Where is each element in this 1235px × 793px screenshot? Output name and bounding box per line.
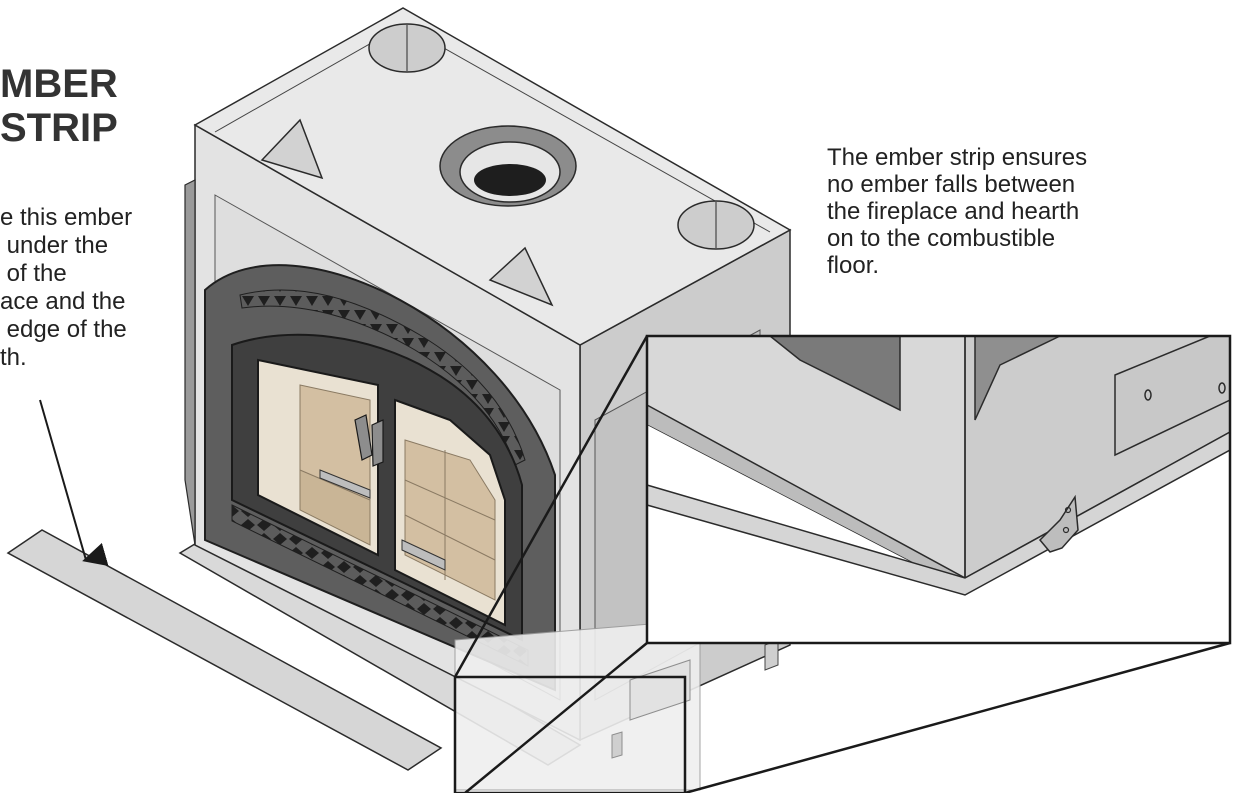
top-bracket-right [488, 246, 554, 307]
zoom-bracket [1038, 494, 1079, 553]
ghost-side-plate [629, 659, 691, 721]
arrow-icon [39, 399, 109, 567]
purpose-note-line: The ember strip ensures [827, 144, 1088, 171]
placement-note-line: edge of the [0, 316, 127, 343]
side-bracket [764, 639, 779, 671]
placement-note: e this ember under the of the ace and th… [0, 204, 170, 372]
placement-note-line: th. [0, 344, 27, 371]
door-handle-right [371, 419, 384, 467]
zoom-line-right [684, 641, 1231, 793]
diagram-title: MBER STRIP [0, 62, 170, 150]
log-grate [319, 469, 371, 499]
purpose-note-line: on to the combustible [827, 225, 1056, 252]
title-line-1: MBER [0, 62, 118, 106]
ghost-bracket [611, 731, 623, 759]
purpose-note-line: the fireplace and hearth [827, 198, 1080, 225]
purpose-note-line: no ember falls between [827, 171, 1076, 198]
placement-note-line: ace and the [0, 288, 126, 315]
zoom-detail-frame [645, 334, 1232, 645]
left-edge [184, 179, 196, 546]
flue-opening [474, 164, 546, 196]
log-grate-right [401, 539, 446, 571]
zoom-detail [646, 335, 1231, 643]
placement-note-line: e this ember [0, 204, 133, 231]
door-handle-left [354, 414, 373, 461]
detail-source-frame [453, 675, 687, 793]
zoom-line-top [453, 335, 649, 678]
zoom-line-left [464, 642, 648, 793]
placement-note-line: under the [0, 232, 109, 259]
door-top-ornament [239, 289, 526, 466]
top-bracket-left [260, 118, 324, 180]
purpose-note: The ember strip ensures no ember falls b… [827, 144, 1147, 279]
purpose-note-line: floor. [827, 252, 880, 279]
title-line-2: STRIP [0, 106, 118, 150]
ember-strip [6, 529, 443, 771]
firebox-floor [299, 469, 371, 546]
placement-note-line: of the [0, 260, 67, 287]
